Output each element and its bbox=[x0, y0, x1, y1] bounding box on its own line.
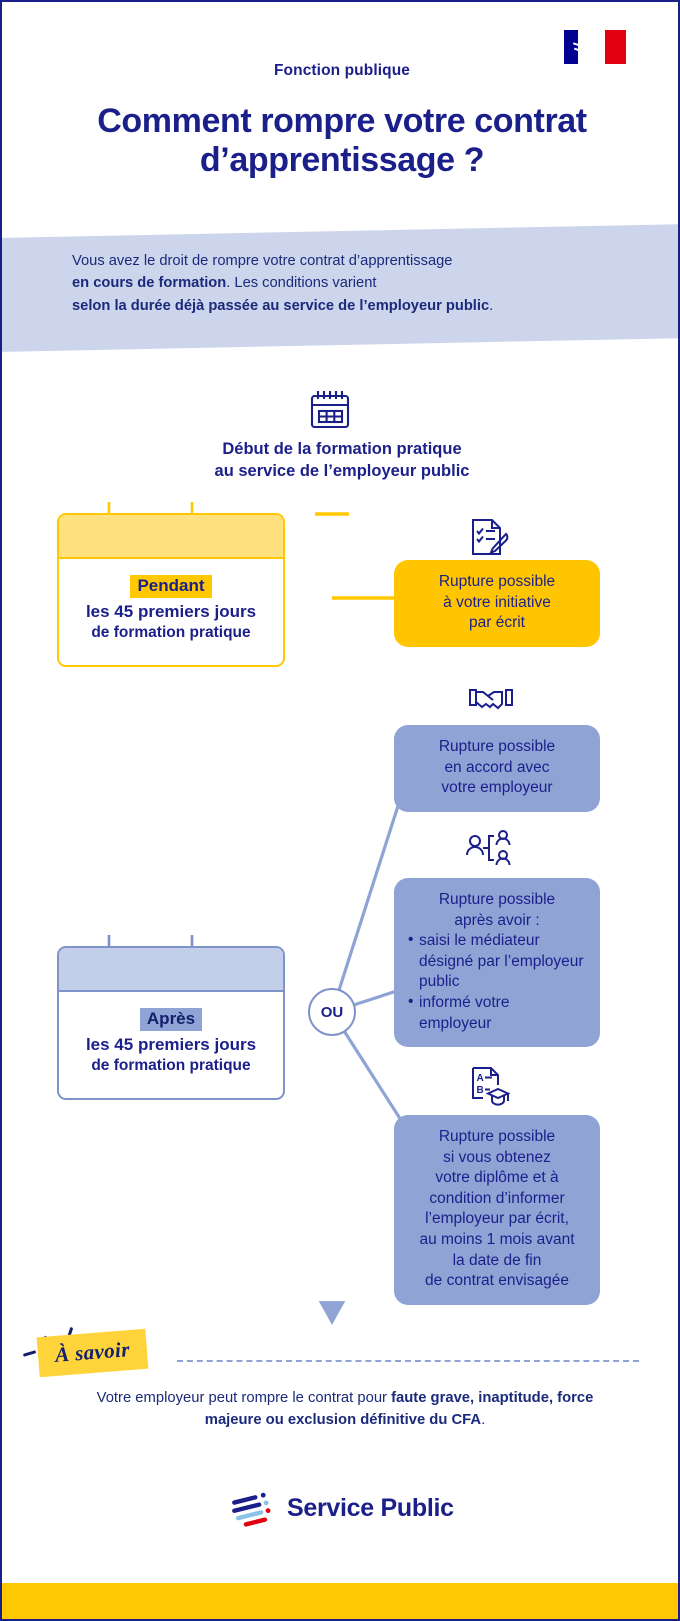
outcome-line: après avoir : bbox=[454, 911, 540, 929]
outcome-line: de contrat envisagée bbox=[425, 1272, 569, 1290]
outcome-line: Rupture possible bbox=[438, 573, 556, 590]
footer-accent-bar bbox=[2, 1583, 678, 1619]
intro-band bbox=[2, 224, 678, 352]
outcome-line: si vous obtenez bbox=[443, 1148, 551, 1166]
calendar-icon bbox=[307, 387, 353, 438]
handshake-icon bbox=[468, 683, 514, 722]
outcome-line: votre employeur bbox=[441, 779, 553, 797]
period-line-1: les 45 premiers jours bbox=[85, 1035, 257, 1054]
outcome-line: Rupture possible bbox=[438, 738, 556, 755]
timeline-heading-line-1: Début de la formation pratique bbox=[222, 440, 462, 458]
outcome-line: Rupture possible bbox=[438, 891, 556, 908]
period-keyword: Après bbox=[139, 1008, 203, 1031]
card-body: Pendant les 45 premiers jours de formati… bbox=[59, 559, 283, 665]
outcome-line: au moins 1 mois avant bbox=[419, 1231, 575, 1249]
outcome-line: votre diplôme et à bbox=[435, 1169, 559, 1187]
document-checklist-pen-icon bbox=[468, 517, 512, 562]
outcome-bullet-list: saisi le médiateur désigné par l’employe… bbox=[408, 930, 586, 1034]
card-body: Après les 45 premiers jours de formation… bbox=[59, 992, 283, 1098]
period-card-pendant: Pendant les 45 premiers jours de formati… bbox=[57, 513, 285, 668]
period-keyword: Pendant bbox=[130, 575, 212, 598]
service-public-mark bbox=[232, 1492, 271, 1527]
intro-text: Vous avez le droit de rompre votre contr… bbox=[72, 250, 632, 317]
service-public-wordmark: Service Public bbox=[287, 1493, 454, 1522]
outcome-bullet: informé votre employeur bbox=[408, 992, 586, 1034]
outcome-line: Rupture possible bbox=[438, 1128, 556, 1145]
outcome-line: condition d’informer bbox=[429, 1189, 565, 1207]
intro-bold-2: selon la durée déjà passée au service de… bbox=[72, 297, 490, 314]
period-line-2: de formation pratique bbox=[91, 1057, 251, 1075]
period-line-2: de formation pratique bbox=[91, 624, 251, 642]
intro-bold-1: en cours de formation bbox=[72, 275, 227, 292]
card-header-bar bbox=[59, 515, 283, 559]
intro-line-2: . Les conditions varient bbox=[226, 275, 377, 292]
intro-line-1: Vous avez le droit de rompre votre contr… bbox=[72, 253, 453, 269]
diploma-graduation-icon: A B bbox=[468, 1065, 511, 1112]
intro-line-3: . bbox=[489, 297, 494, 314]
note-text-bold: faute grave, inaptitude, force majeure o… bbox=[204, 1390, 594, 1429]
outcome-bubble-4: Rupture possible si vous obtenez votre d… bbox=[394, 1115, 600, 1305]
outcome-line: en accord avec bbox=[444, 758, 550, 776]
mediator-people-icon bbox=[464, 828, 514, 875]
outcome-bullet: saisi le médiateur désigné par l’employe… bbox=[408, 930, 586, 993]
outcome-bubble-1: Rupture possible à votre initiative par … bbox=[394, 560, 600, 647]
divider-dashed bbox=[177, 1360, 639, 1362]
outcome-line: l’employeur par écrit, bbox=[425, 1210, 569, 1228]
timeline-heading: Début de la formation pratique au servic… bbox=[92, 439, 592, 483]
svg-text:B: B bbox=[477, 1085, 484, 1096]
svg-text:A: A bbox=[477, 1073, 484, 1084]
outcome-line: à votre initiative bbox=[443, 593, 551, 611]
marianne-flag-icon bbox=[564, 30, 626, 64]
a-savoir-badge: À savoir bbox=[36, 1328, 149, 1378]
page-title: Comment rompre votre contrat d’apprentis… bbox=[97, 102, 587, 179]
outcome-bubble-3: Rupture possible après avoir : saisi le … bbox=[394, 878, 600, 1048]
note-text-pre: Votre employeur peut rompre le contrat p… bbox=[96, 1390, 392, 1406]
service-public-logo: Service Public bbox=[230, 1485, 454, 1531]
outcome-bubble-2: Rupture possible en accord avec votre em… bbox=[394, 725, 600, 812]
card-header-bar bbox=[59, 948, 283, 992]
or-hub-node: OU bbox=[308, 988, 356, 1036]
note-text-post: . bbox=[481, 1412, 486, 1429]
sparkle-mark bbox=[22, 1350, 37, 1357]
eyebrow-label: Fonction publique bbox=[273, 62, 410, 79]
period-card-apres: Après les 45 premiers jours de formation… bbox=[57, 946, 285, 1101]
outcome-line: la date de fin bbox=[452, 1251, 542, 1269]
period-line-1: les 45 premiers jours bbox=[85, 602, 257, 621]
a-savoir-text: Votre employeur peut rompre le contrat p… bbox=[90, 1387, 600, 1431]
timeline-heading-line-2: au service de l’employeur public bbox=[214, 461, 470, 480]
outcome-line: par écrit bbox=[469, 614, 525, 632]
